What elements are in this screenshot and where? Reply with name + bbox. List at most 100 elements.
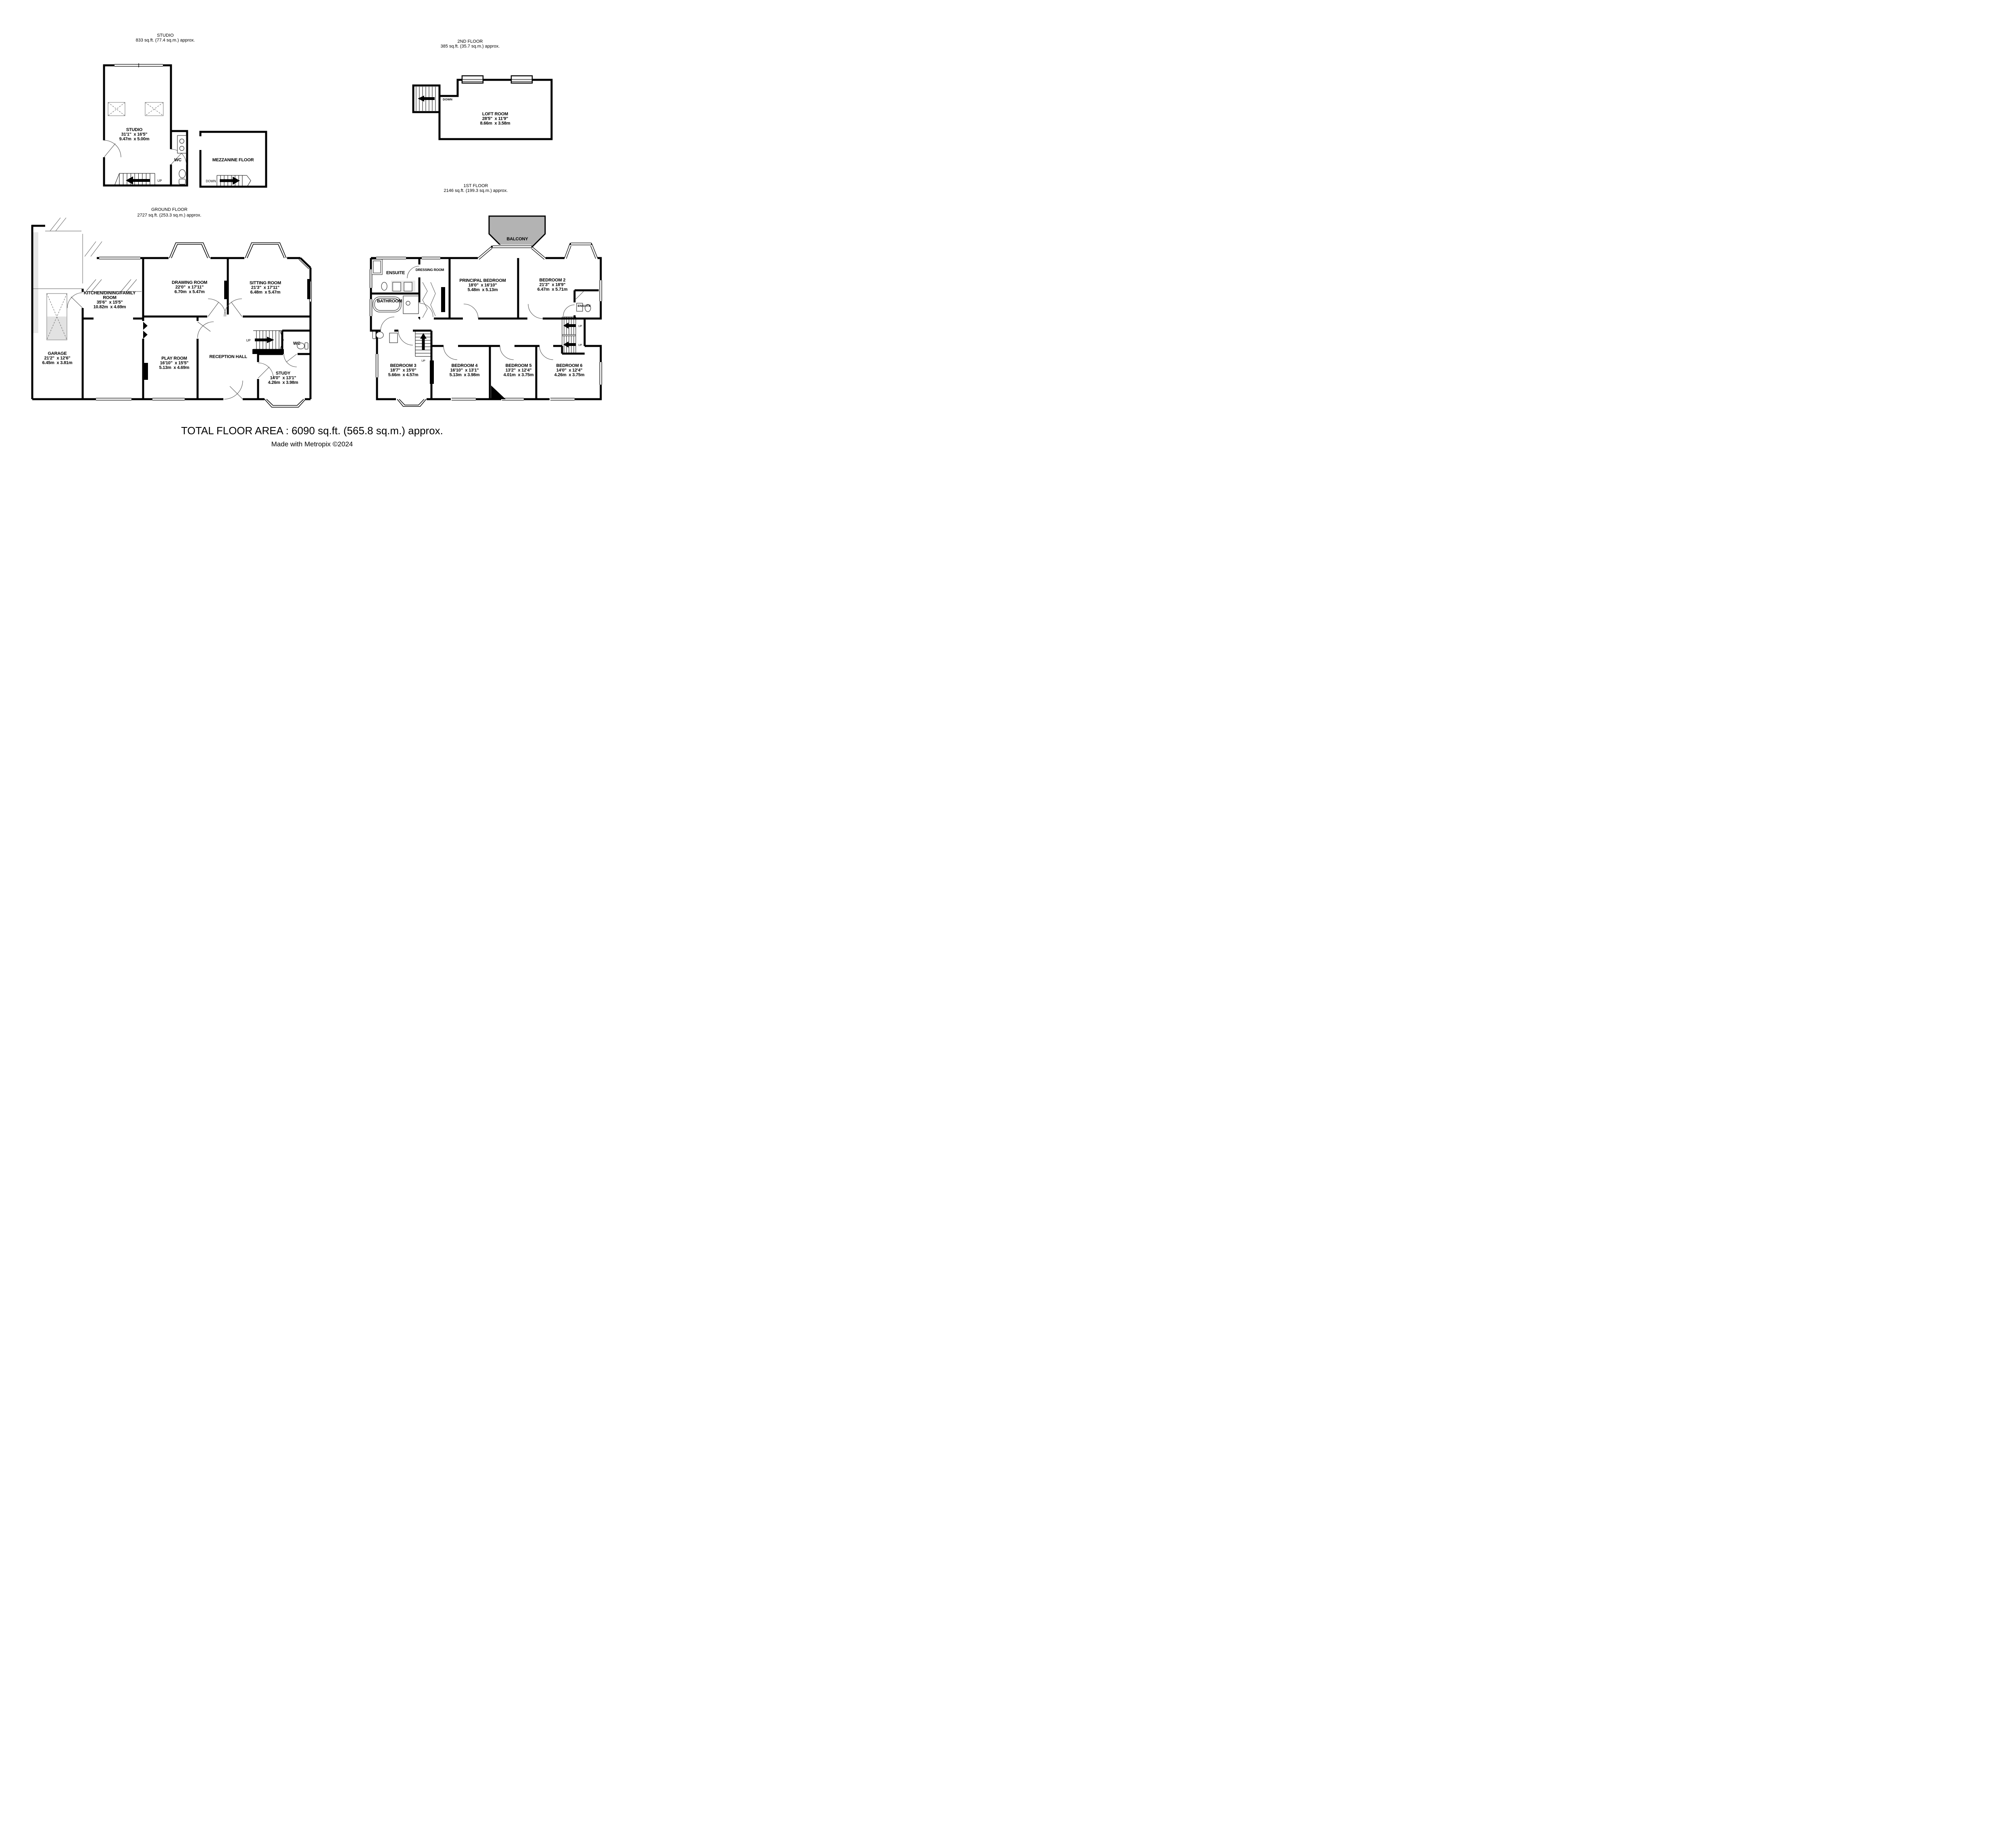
bedroom3-metric: 5.66m x 4.57m [388,373,419,377]
studio-window-lines [115,63,163,67]
dressing-room-label: DRESSING ROOM [416,268,444,272]
garage-imperial: 21'2" x 12'6" [44,356,71,361]
ground-wc-label: WC [293,341,300,346]
play-room-metric: 5.13m x 4.69m [159,365,190,370]
bedroom6-imperial: 14'0" x 12'4" [556,368,583,373]
study-imperial: 14'0" x 13'1" [270,376,296,381]
carport-shading [33,232,38,333]
ground-wc-toilet-bowl [297,342,305,350]
drawing-room-name: DRAWING ROOM [172,280,207,285]
bathroom-toilet-bowl [376,331,384,339]
first-floor-title: 1ST FLOOR [464,183,488,188]
kitchen-name: KITCHEN/DINING/FAMILY [84,291,136,296]
bedroom2-imperial: 21'3" x 18'9" [539,283,566,287]
ground-floor-plan: GROUND FLOOR 2727 sq.ft. (253.3 sq.m.) a… [31,207,312,408]
second-floor-title: 2ND FLOOR [458,39,483,44]
bedroom3-imperial: 18'7" x 15'0" [390,368,417,373]
loft-room-imperial: 28'5" x 11'9" [482,117,508,121]
sitting-room-bay-window [245,242,287,258]
garage-metric: 6.45m x 3.81m [42,360,73,365]
loft-room-name: LOFT ROOM [482,112,508,117]
sitting-room-imperial: 21'3" x 17'11" [251,285,279,290]
principal-bedroom-imperial: 18'0" x 16'10" [469,283,497,288]
studio-door-arcs [104,140,187,165]
ground-floor-title: GROUND FLOOR [151,207,187,212]
bedroom4-metric: 5.13m x 3.98m [450,373,480,377]
study-metric: 4.26m x 3.98m [268,380,298,385]
mezzanine-wall-gaps [198,136,202,150]
ensuite-sink-1 [392,282,401,292]
mezzanine-plan: DOWN MEZZANINE FLOOR [198,131,267,188]
bathroom-toilet-tank [372,331,376,339]
loft-down-label: DOWN [443,98,452,101]
ground-door-arcs [67,292,297,400]
studio-room-name: STUDIO [126,127,143,132]
kitchen-metric: 10.82m x 4.69m [94,305,126,310]
first-floor-up-label-1: UP [578,325,582,328]
principal-bedroom-name: PRINCIPAL BEDROOM [459,278,506,283]
study-bay-window [264,399,306,408]
studio-wc-label: WC [174,158,181,162]
ensuite-toilet [381,282,387,291]
mezzanine-walls [199,131,267,188]
bathroom-label: BATHROOM [377,299,402,304]
garage-name: GARAGE [48,351,67,356]
bathroom-sink [389,333,398,343]
mezzanine-down-label: DOWN [206,179,216,183]
second-floor-plan: 2ND FLOOR 385 sq.ft. (35.7 sq.m.) approx… [412,39,553,140]
drawing-room-bay-window [169,242,210,258]
ground-solid-features [143,279,310,380]
ensuite-label: ENSUITE [386,271,405,275]
bedroom3-name: BEDROOM 3 [390,363,417,368]
floorplan-canvas: STUDIO 833 sq.ft. (77.4 sq.m.) approx. U… [31,33,603,448]
bedroom2-metric: 6.47m x 5.71m [537,287,568,292]
sitting-room-metric: 6.48m x 5.47m [250,290,281,295]
balcony-deck [488,215,546,248]
bathroom-shower [403,296,419,314]
studio-room-imperial: 31'1" x 16'5" [121,132,148,137]
principal-bedroom-metric: 5.48m x 5.13m [468,287,498,292]
first-floor-door-arcs [380,266,584,360]
drawing-room-metric: 6.70m x 5.47m [175,289,205,294]
bedroom4-imperial: 16'10" x 13'1" [450,368,479,373]
first-floor-window-lines [369,242,602,401]
loft-access-up-label: UP [421,360,425,362]
bedroom5-name: BEDROOM 5 [506,363,532,368]
ground-floor-area: 2727 sq.ft. (253.3 sq.m.) approx. [137,213,202,218]
ground-up-arrow [255,337,274,343]
bedroom5-imperial: 13'2" x 12'4" [506,368,532,373]
loft-dormer-window-lines [462,79,532,82]
loft-room-metric: 8.66m x 3.58m [480,121,510,126]
bedroom6-name: BEDROOM 6 [556,363,583,368]
ground-wall-gaps [81,256,312,401]
sitting-room-name: SITTING ROOM [250,281,281,285]
bedroom2-name: BEDROOM 2 [539,278,566,283]
first-floor-plan: 1ST FLOOR 2146 sq.ft. (199.3 sq.m.) appr… [369,183,603,407]
carport-roof-break-lines [50,217,137,292]
studio-title: STUDIO [157,33,174,38]
play-room-imperial: 16'10" x 15'5" [160,361,189,366]
footer: TOTAL FLOOR AREA : 6090 sq.ft. (565.8 sq… [181,425,443,448]
bedroom2-ensuite-label: ENSUITE [578,304,591,308]
floorplan-page: STUDIO 833 sq.ft. (77.4 sq.m.) approx. U… [0,0,624,483]
play-room-name: PLAY ROOM [161,356,187,361]
studio-hob-2 [179,146,185,151]
total-floor-area: TOTAL FLOOR AREA : 6090 sq.ft. (565.8 sq… [181,425,443,437]
first-floor-bay-angled-windows [477,244,598,260]
bathroom-bath-inner [374,298,400,311]
loft-access-up-arrow [420,333,427,350]
bedroom2-ensuite-sink [576,303,583,312]
reception-hall-label: RECEPTION HALL [209,354,247,359]
ensuite-shower-tray [373,260,381,273]
first-floor-right-stairs [562,317,576,354]
bedroom3-bay-window [397,399,427,407]
balcony-label: BALCONY [507,237,529,242]
studio-hob-1 [179,138,185,144]
bathroom-shower-drain [406,301,410,306]
drawing-room-imperial: 22'0" x 17'11" [175,285,204,290]
bedroom5-metric: 4.01m x 3.75m [504,373,534,377]
dressing-room-rails [422,282,436,318]
studio-up-label: UP [157,179,162,183]
loft-down-arrow [418,96,435,102]
second-floor-area: 385 sq.ft. (35.7 sq.m.) approx. [441,44,500,49]
